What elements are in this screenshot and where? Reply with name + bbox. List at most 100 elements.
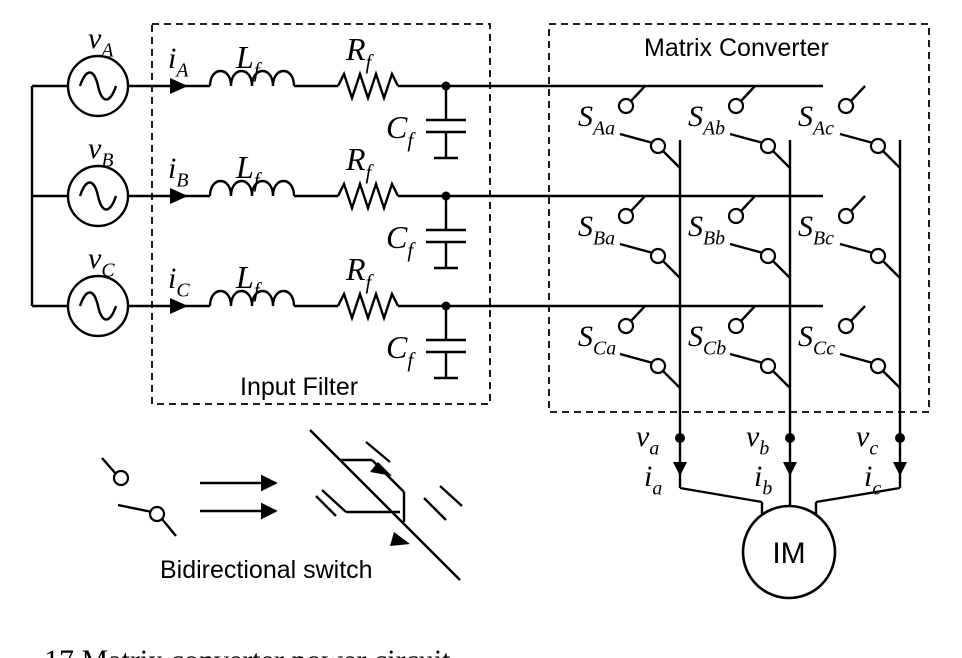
- switch-label: SBb: [688, 210, 725, 249]
- switch-contact-upper: [727, 317, 745, 335]
- input-filter-box: [151, 23, 491, 405]
- switch-contact-upper: [837, 207, 855, 225]
- capacitor-label: Cf: [386, 219, 416, 262]
- matrix-converter-label: Matrix Converter: [644, 34, 829, 62]
- switch-contact-upper: [837, 97, 855, 115]
- gate: [365, 441, 391, 463]
- tap-lead: [630, 305, 646, 322]
- lead: [339, 459, 431, 551]
- switch-ca: SCa: [578, 305, 681, 389]
- switch-label: SAb: [688, 100, 725, 139]
- tap-lead: [630, 195, 646, 212]
- inductor: [208, 69, 296, 87]
- tap-lead: [850, 195, 866, 212]
- current-arrow: [170, 188, 188, 204]
- switch-contact-lower: [869, 357, 887, 375]
- resistor-label: Rf: [345, 31, 375, 74]
- resistor: [336, 180, 400, 212]
- switch-lever: [729, 352, 764, 365]
- switch-lever: [619, 132, 654, 145]
- switch-cb: SCb: [688, 305, 791, 389]
- lead: [309, 429, 341, 461]
- resistor-label: Rf: [345, 251, 375, 294]
- input-filter-label: Input Filter: [240, 373, 358, 401]
- gate: [321, 489, 347, 513]
- switch-lever: [839, 242, 874, 255]
- output-node: [675, 433, 685, 443]
- output-current-label: ia: [644, 460, 662, 499]
- sine-wave: [78, 181, 118, 211]
- tap-lead: [630, 85, 646, 102]
- current-label: iC: [168, 262, 190, 301]
- switch-label: SCb: [688, 320, 726, 359]
- lever: [101, 457, 117, 475]
- source-label: vB: [88, 132, 113, 171]
- inductor: [208, 289, 296, 307]
- bidirectional-switch-icon: [309, 429, 463, 581]
- tap-lead: [850, 305, 866, 322]
- switch-lead: [772, 260, 791, 279]
- switch-contact-upper: [617, 97, 635, 115]
- switch-label: SAc: [798, 100, 834, 139]
- switch-lead: [882, 260, 901, 279]
- switch-aa: SAa: [578, 85, 681, 169]
- switch-lever: [839, 352, 874, 365]
- switch-contact-upper: [727, 207, 745, 225]
- inductor-label: Lf: [235, 149, 263, 192]
- motor-lead-c: [815, 486, 901, 504]
- source-label: vC: [88, 242, 115, 281]
- switch-lever: [839, 132, 874, 145]
- current-label: iA: [168, 42, 189, 81]
- switch-lead: [662, 370, 681, 389]
- gate-bar: [315, 495, 337, 517]
- output-voltage-label: vc: [856, 420, 878, 459]
- switch-lever: [619, 242, 654, 255]
- tap-lead: [740, 85, 756, 102]
- tap-lead: [740, 305, 756, 322]
- motor-circle: [741, 504, 837, 600]
- output-node: [785, 433, 795, 443]
- motor-lead-a: [679, 486, 763, 504]
- figure-caption: 17 Matrix converter power circuit: [44, 644, 451, 658]
- inductor-label: Lf: [235, 39, 263, 82]
- output-current-label: ib: [754, 460, 772, 499]
- switch-label: SBa: [578, 210, 615, 249]
- switch-lead: [882, 370, 901, 389]
- gate: [423, 497, 447, 521]
- switch-lead: [882, 150, 901, 169]
- resistor: [336, 290, 400, 322]
- switch-lever: [729, 242, 764, 255]
- sine-wave: [78, 291, 118, 321]
- diode-arrow: [370, 462, 392, 476]
- contact: [148, 505, 166, 523]
- source-label: vA: [88, 22, 114, 61]
- switch-lead: [662, 150, 681, 169]
- switch-bb: SBb: [688, 195, 791, 279]
- switch-lever: [729, 132, 764, 145]
- switch-contact-upper: [837, 317, 855, 335]
- output-node: [895, 433, 905, 443]
- motor-label: IM: [772, 537, 805, 570]
- induction-motor: IM: [741, 504, 837, 600]
- switch-contact-upper: [727, 97, 745, 115]
- switch-label: SCc: [798, 320, 835, 359]
- lead: [429, 549, 461, 581]
- bidirectional-switch-label: Bidirectional switch: [160, 556, 373, 584]
- contact: [112, 469, 130, 487]
- switch-contact-upper: [617, 317, 635, 335]
- inductor-label: Lf: [235, 259, 263, 302]
- switch-label: SAa: [578, 100, 615, 139]
- lever: [117, 503, 153, 514]
- switch-bc: SBc: [798, 195, 901, 279]
- current-arrow: [170, 298, 188, 314]
- switch-lead: [772, 370, 791, 389]
- switch-ab: SAb: [688, 85, 791, 169]
- switch-contact-lower: [649, 357, 667, 375]
